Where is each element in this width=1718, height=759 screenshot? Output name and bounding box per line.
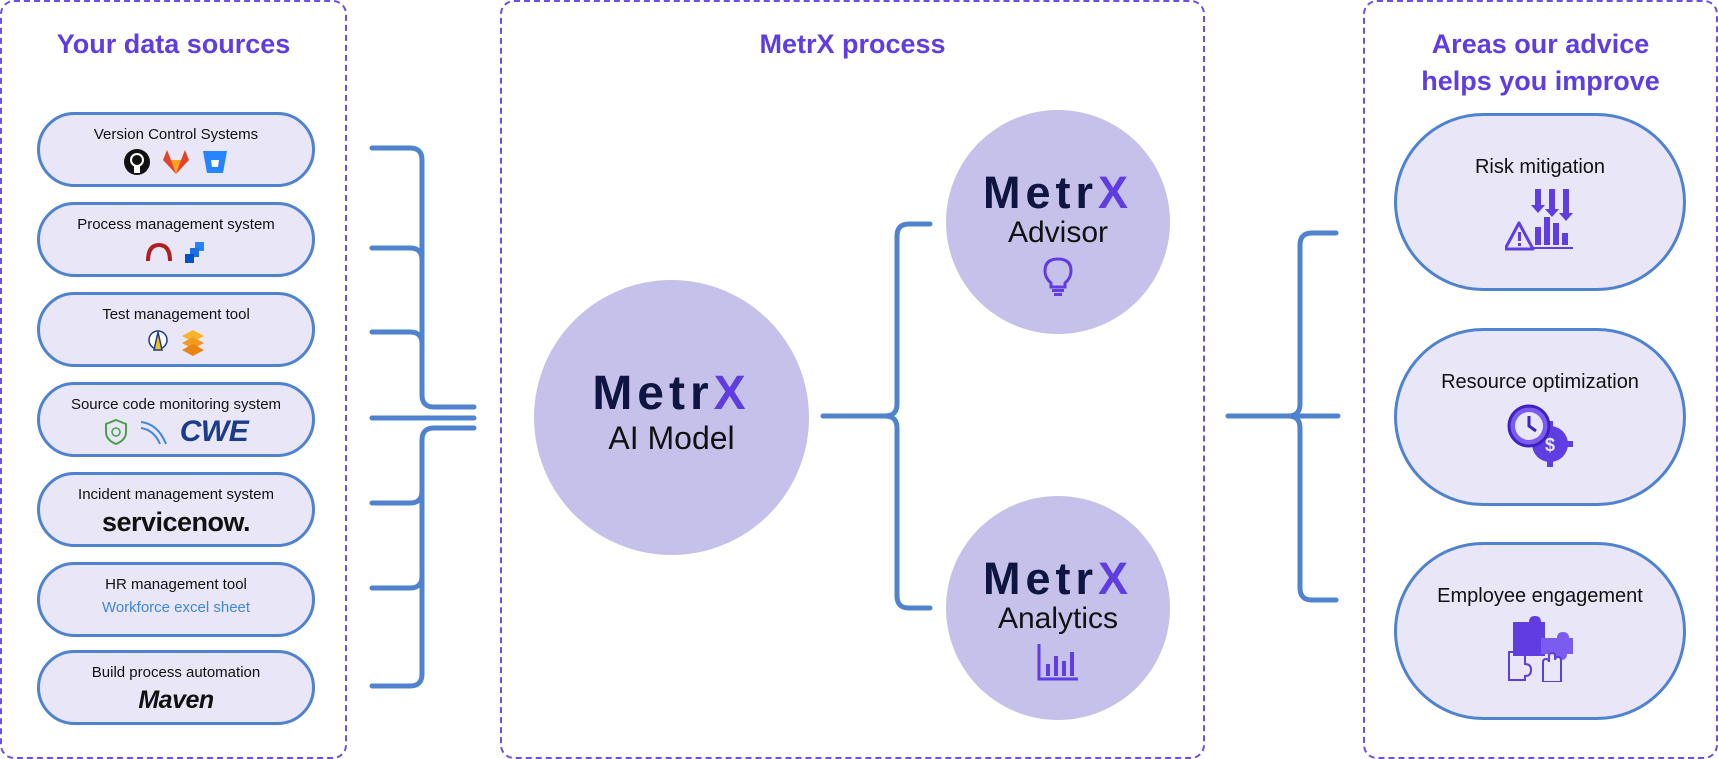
source-label: Version Control Systems [93, 126, 259, 143]
area-resource-optimization[interactable]: Resource optimization $ [1394, 328, 1686, 506]
clock-gear-icon: $ [1507, 404, 1573, 467]
connector-area-top [1285, 230, 1339, 419]
servicenow-logo: servicenow. [101, 506, 251, 537]
cwe-logo: CWE [179, 415, 249, 448]
analytics-label: Analytics [997, 602, 1119, 635]
process-panel: MetrX process [500, 0, 1205, 759]
svg-text:$: $ [1545, 435, 1555, 455]
metrx-logo: MetrX [982, 553, 1134, 604]
source-label: HR management tool [105, 576, 247, 593]
connector-build [369, 425, 477, 689]
areas-panel: Areas our advice helps you improve [1363, 0, 1718, 759]
area-employee-engagement[interactable]: Employee engagement [1394, 542, 1686, 720]
puzzle-hand-icon [1508, 616, 1573, 682]
connector-incident [369, 488, 425, 506]
bar-chart-icon [1037, 644, 1078, 681]
source-label: Source code monitoring system [70, 396, 282, 413]
data-sources-panel: Your data sources Version Control System… [0, 0, 347, 759]
redmine-icon [146, 242, 172, 262]
areas-title-line1: Areas our advice [1431, 29, 1650, 59]
source-build-automation[interactable]: Build process automation Maven [37, 650, 315, 725]
hr-sub-label: Workforce excel sheet [101, 599, 251, 616]
process-title: MetrX process [759, 29, 946, 59]
github-icon [124, 149, 150, 175]
source-label: Incident management system [78, 486, 274, 503]
shield-icon [104, 418, 127, 446]
analytics-circle[interactable]: MetrX Analytics [946, 496, 1170, 720]
source-process-management[interactable]: Process management system [37, 202, 315, 277]
connector-hr [369, 573, 425, 591]
ai-model-circle[interactable]: MetrX AI Model [534, 280, 809, 555]
jira-icon [185, 242, 204, 263]
ai-model-label: AI Model [608, 420, 735, 456]
area-label: Employee engagement [1437, 585, 1643, 607]
connector-vcs [369, 145, 477, 410]
connector-model-analytics [882, 413, 933, 611]
area-label: Risk mitigation [1474, 156, 1606, 178]
connector-area-bottom [1285, 413, 1339, 603]
advisor-circle[interactable]: MetrX Advisor [946, 110, 1170, 334]
connector-test [369, 329, 425, 347]
source-test-management[interactable]: Test management tool [37, 292, 315, 367]
area-label: Resource optimization [1441, 371, 1639, 393]
data-sources-title: Your data sources [56, 29, 291, 59]
testrail-icon [148, 330, 168, 351]
lightbulb-icon [1043, 257, 1073, 296]
metrx-logo: MetrX [592, 367, 751, 420]
source-hr-management[interactable]: HR management tool Workforce excel sheet [37, 562, 315, 637]
connector-process [369, 245, 425, 263]
risk-chart-icon [1505, 189, 1573, 251]
sonar-icon [140, 421, 167, 445]
area-risk-mitigation[interactable]: Risk mitigation [1394, 113, 1686, 291]
metrx-logo: MetrX [982, 167, 1134, 218]
source-label: Test management tool [102, 306, 250, 323]
source-version-control[interactable]: Version Control Systems [37, 112, 315, 187]
source-incident-management[interactable]: Incident management system servicenow. [37, 472, 315, 547]
source-label: Build process automation [91, 664, 261, 681]
zephyr-icon [182, 330, 204, 356]
gitlab-icon [163, 150, 189, 174]
advisor-label: Advisor [1007, 216, 1109, 249]
maven-logo: Maven [138, 685, 214, 714]
areas-title-line2: helps you improve [1421, 66, 1660, 96]
source-code-monitoring[interactable]: Source code monitoring system CWE [37, 382, 315, 457]
bitbucket-icon [203, 151, 227, 173]
source-label: Process management system [77, 216, 275, 233]
